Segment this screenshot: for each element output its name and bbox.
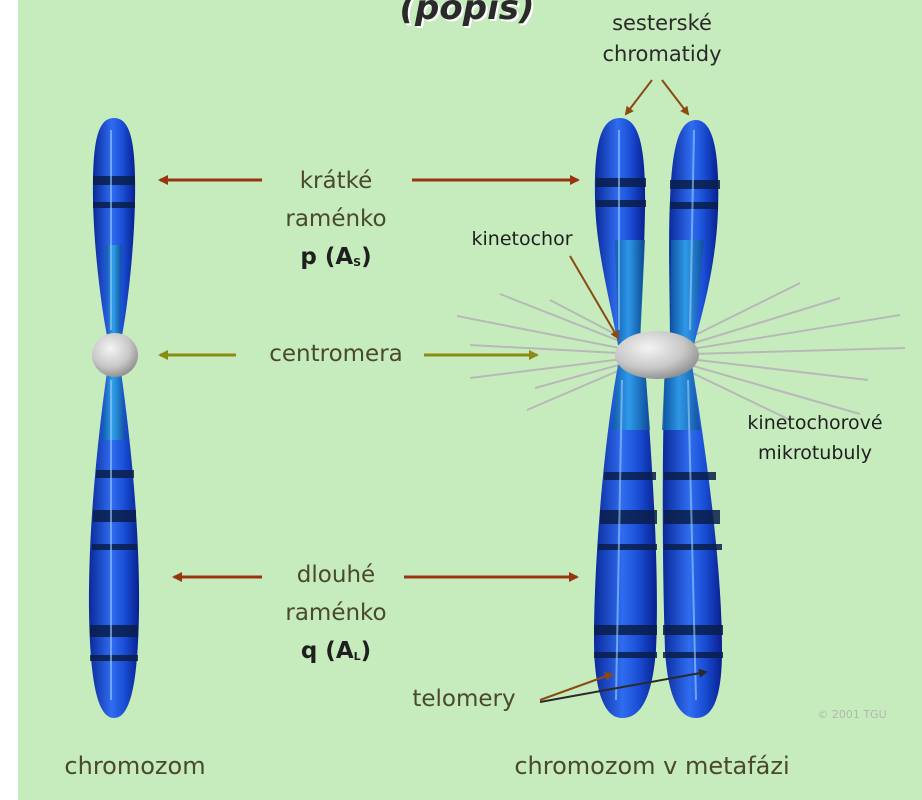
label-long-arm-symbol: q (AL) xyxy=(285,632,386,676)
label-sister-line1: sesterské xyxy=(602,8,721,39)
label-centromere: centromera xyxy=(269,341,403,367)
label-sister-chromatids: sesterské chromatidy xyxy=(602,8,721,70)
long-arm-symbol-sub: L xyxy=(354,650,361,663)
label-long-arm-line1: dlouhé xyxy=(285,556,386,594)
label-sister-line2: chromatidy xyxy=(602,39,721,70)
label-microtubules-line2: mikrotubuly xyxy=(747,438,882,468)
caption-metaphase-chromosome: chromozom v metafázi xyxy=(514,752,789,780)
label-telomeres: telomery xyxy=(412,686,515,712)
sister-arrow-right xyxy=(662,80,688,114)
short-arm-symbol-sub: S xyxy=(353,256,361,269)
copyright-note: © 2001 TGU xyxy=(817,708,886,721)
label-short-arm-line1: krátké xyxy=(285,162,386,200)
label-microtubules-line1: kinetochorové xyxy=(747,408,882,438)
chromosome-metaphase xyxy=(594,118,723,718)
kinetochore-shape xyxy=(615,331,699,379)
short-arm-symbol-text: p (A xyxy=(300,244,353,270)
label-short-arm-symbol: p (AS) xyxy=(285,238,386,282)
label-kinetochore-microtubules: kinetochorové mikrotubuly xyxy=(747,408,882,468)
label-short-arm-line2: raménko xyxy=(285,200,386,238)
caption-chromosome: chromozom xyxy=(64,752,205,780)
label-long-arm: dlouhé raménko q (AL) xyxy=(285,556,386,676)
sister-arrow-left xyxy=(626,80,652,114)
chromosome-single xyxy=(89,118,139,718)
label-long-arm-line2: raménko xyxy=(285,594,386,632)
diagram-title: (popis) xyxy=(399,0,534,28)
label-kinetochore: kinetochor xyxy=(471,228,572,250)
long-arm-symbol-text: q (A xyxy=(301,638,354,664)
centromere-shape xyxy=(92,333,138,377)
label-short-arm: krátké raménko p (AS) xyxy=(285,162,386,282)
